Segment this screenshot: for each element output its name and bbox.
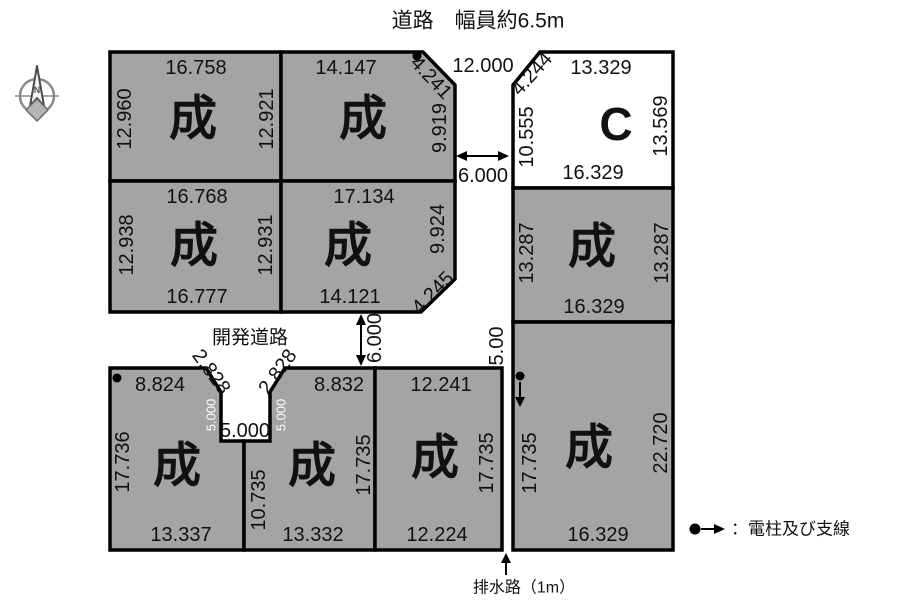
plot-6-status: 成 — [153, 440, 201, 493]
compass-icon: N — [15, 65, 59, 122]
plot-2 — [279, 50, 457, 183]
dev-road-label: 開発道路 — [212, 327, 288, 349]
dev-road-width-dim: 6.000 — [364, 313, 386, 363]
plot-8-status: 成 — [411, 432, 459, 485]
plot-6-top-dim: 8.824 — [135, 374, 185, 396]
drainage-arrow — [501, 553, 511, 575]
plot-6 — [108, 366, 246, 552]
utility-pole-icon — [112, 373, 122, 383]
plot-C-top-dim: 13.329 — [570, 57, 631, 79]
plot-1-status: 成 — [169, 93, 217, 146]
notch-side-right-dim: 5.000 — [274, 399, 289, 432]
north-road-width-arrow — [456, 151, 509, 161]
plot-8-bottom-dim: 12.224 — [406, 524, 467, 546]
plot-7-bottom-dim: 13.332 — [282, 524, 343, 546]
utility-pole-with-stay — [515, 371, 525, 407]
plot-9-status: 成 — [565, 422, 613, 475]
plot-C-label: C — [599, 98, 632, 150]
entrance-width-dim: 12.000 — [452, 55, 513, 77]
notch-side-left-dim: 5.000 — [204, 399, 219, 432]
plot-1-top-dim: 16.758 — [165, 57, 226, 79]
plot-8-top-dim: 12.241 — [410, 374, 471, 396]
plot-4-bottom-dim: 14.121 — [319, 286, 380, 308]
plot-1-left-dim: 12.960 — [114, 88, 136, 149]
plot-3-status: 成 — [170, 220, 218, 273]
plot-6-left-dim: 17.736 — [112, 431, 134, 492]
plot-3-bottom-dim: 16.777 — [166, 286, 227, 308]
north-road-width-dim: 6.000 — [458, 165, 508, 187]
south-road-width-dim: 5.00 — [486, 327, 508, 366]
utility-pole-icon — [412, 51, 422, 61]
plot-7-right-dim: 17.735 — [353, 434, 375, 495]
plot-1-right-dim: 12.921 — [256, 88, 278, 149]
plot-2-status: 成 — [339, 93, 387, 146]
plot-6-bottom-dim: 13.337 — [150, 524, 211, 546]
plot-4 — [279, 179, 457, 314]
plot-4-right-dim: 9.924 — [427, 204, 449, 254]
notch-bottom-dim: 5.000 — [220, 420, 270, 442]
plot-9-bottom-dim: 16.329 — [567, 524, 628, 546]
plot-C-left-dim: 10.555 — [516, 106, 538, 167]
plot-4-status: 成 — [324, 220, 372, 273]
plot-3-left-dim: 12.938 — [116, 214, 138, 275]
dev-road-width-arrow — [356, 314, 366, 366]
legend-pole-label: ：電柱及び支線 — [731, 520, 850, 539]
plot-9 — [511, 320, 675, 552]
plot-5-bottom-dim: 16.329 — [563, 296, 624, 318]
plot-5-right-dim: 13.287 — [651, 222, 673, 283]
plot-9-right-dim: 22.720 — [650, 412, 672, 473]
plot-2-top-dim: 14.147 — [315, 57, 376, 79]
plot-5-left-dim: 13.287 — [516, 222, 538, 283]
plot-3-top-dim: 16.768 — [166, 186, 227, 208]
drainage-label: 排水路（1m） — [473, 579, 575, 597]
plot-4-top-dim: 17.134 — [333, 186, 394, 208]
plot-8-right-dim: 17.735 — [476, 432, 498, 493]
plot-5-status: 成 — [568, 221, 616, 274]
legend-pole-icon — [689, 523, 725, 535]
plot-8 — [373, 366, 504, 552]
compass-north-label: N — [34, 85, 41, 95]
plot-3-right-dim: 12.931 — [255, 214, 277, 275]
plot-C-bottom-dim: 16.329 — [562, 162, 623, 184]
plot-7-status: 成 — [288, 440, 336, 493]
plot-2-right-dim: 9.919 — [429, 103, 451, 153]
plot-7-divider-dim: 10.735 — [248, 469, 270, 530]
plot-9-left-dim: 17.735 — [519, 432, 541, 493]
plot-C-right-dim: 13.569 — [650, 95, 672, 156]
road-title: 道路 幅員約6.5m — [392, 10, 565, 33]
plot-7-top-dim: 8.832 — [314, 374, 364, 396]
